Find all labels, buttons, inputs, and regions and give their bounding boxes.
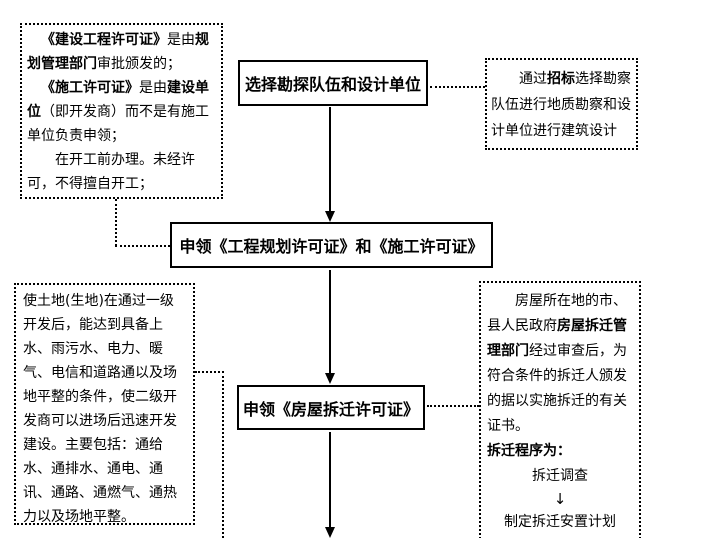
arrow-step2-to-step3 xyxy=(324,270,336,384)
procedure-step-survey: 拆迁调查 xyxy=(532,468,588,484)
flow-step-apply-demolition-permit: 申领《房屋拆迁许可证》 xyxy=(237,385,425,430)
note-bidding-survey: 通过招标选择勘察队伍进行地质勘察和设计单位进行建筑设计 xyxy=(485,58,638,150)
note-demolition-authority: 房屋所在地的市、县人民政府房屋拆迁管理部门经过审查后，为符合条件的拆迁人颁发的据… xyxy=(479,281,641,538)
flow-step-label: 选择勘探队伍和设计单位 xyxy=(244,75,421,94)
flow-step-label: 申领《工程规划许可证》和《施工许可证》 xyxy=(179,237,484,256)
dotted-connector-note1-vertical xyxy=(115,199,117,246)
down-arrow-icon: ↓ xyxy=(553,490,567,508)
note-demolition-text: 房屋所在地的市、县人民政府房屋拆迁管理部门经过审查后，为符合条件的拆迁人颁发的据… xyxy=(487,293,627,434)
dotted-connector-step3-note xyxy=(427,405,479,407)
dotted-connector-land-horizontal xyxy=(195,371,224,373)
dotted-connector-step1-note xyxy=(430,86,485,88)
note-land-development: 使土地(生地)在通过一级开发后，能达到具备上水、雨污水、电力、暖气、电信和道路通… xyxy=(14,283,195,525)
arrow-shaft xyxy=(329,270,331,375)
arrow-step3-to-next xyxy=(324,432,336,538)
demolition-procedure-title: 拆迁程序为： xyxy=(487,443,571,459)
flow-step-label: 申领《房屋拆迁许可证》 xyxy=(242,399,419,419)
arrow-shaft xyxy=(329,107,331,213)
flow-step-apply-planning-permit: 申领《工程规划许可证》和《施工许可证》 xyxy=(170,222,493,268)
dotted-connector-note1-horizontal xyxy=(115,245,170,247)
note-construction-permit: 《建设工程许可证》是由规划管理部门审批颁发的；《施工许可证》是由建设单位（即开发… xyxy=(20,23,223,199)
down-arrow-icon: ↓ xyxy=(487,535,633,538)
arrow-down-icon xyxy=(325,527,335,538)
flow-step-select-survey-team: 选择勘探队伍和设计单位 xyxy=(238,60,428,106)
dotted-connector-land-vertical xyxy=(222,371,224,538)
arrow-step1-to-step2 xyxy=(324,107,336,222)
arrow-shaft xyxy=(329,432,331,529)
arrow-down-icon xyxy=(325,373,335,384)
arrow-down-icon xyxy=(325,211,335,222)
procedure-step-plan: 制定拆迁安置计划 xyxy=(504,514,616,530)
